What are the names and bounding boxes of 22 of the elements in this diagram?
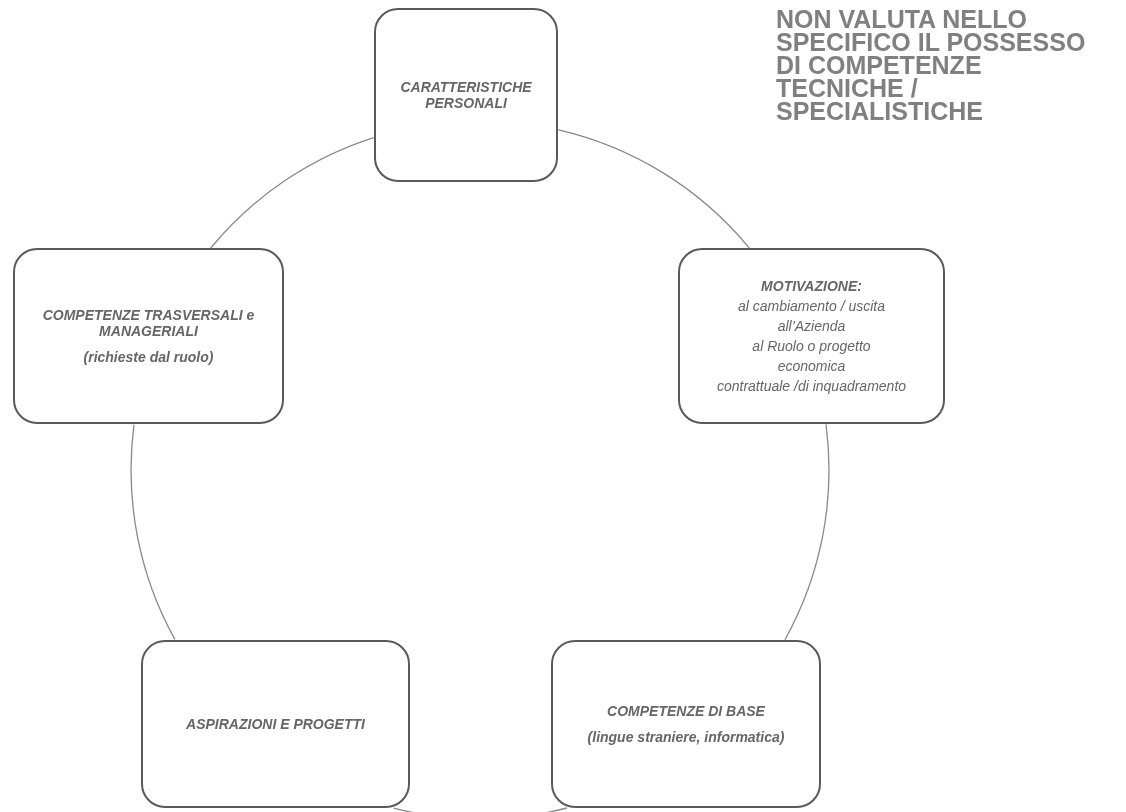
- box-text: al Ruolo o progetto: [752, 338, 871, 355]
- connector-arc: [557, 129, 750, 249]
- box-title: CARATTERISTICHE PERSONALI: [399, 78, 533, 112]
- box-title: ASPIRAZIONI E PROGETTI: [186, 715, 365, 733]
- rounded-box: [13, 248, 284, 424]
- connector-arc: [210, 136, 375, 249]
- connector-arc: [784, 423, 830, 641]
- rounded-box: [374, 8, 558, 182]
- box-text: al cambiamento / uscita: [737, 297, 886, 314]
- box-text: (richieste dal ruolo): [83, 349, 214, 366]
- box-text: contrattuale /di inquadramento: [716, 378, 907, 395]
- rounded-box: [551, 640, 821, 808]
- rounded-box: [141, 640, 410, 808]
- box-text: economica: [777, 358, 846, 375]
- box-text: (lingue straniere, informatica): [587, 729, 785, 746]
- note-heading: NON VALUTA NELLO SPECIFICO IL POSSESSO DI COMPETENZE TECNICHE / SPECIALISTICHE: [776, 8, 1087, 123]
- rounded-box: [678, 248, 945, 424]
- box-text: all’Azienda: [777, 317, 846, 334]
- connector-arc: [130, 424, 176, 641]
- box-title: COMPETENZE TRASVERSALI e MANAGERIALI: [41, 306, 256, 340]
- box-title: COMPETENZE DI BASE: [607, 702, 765, 719]
- box-title: MOTIVAZIONE:: [761, 277, 862, 294]
